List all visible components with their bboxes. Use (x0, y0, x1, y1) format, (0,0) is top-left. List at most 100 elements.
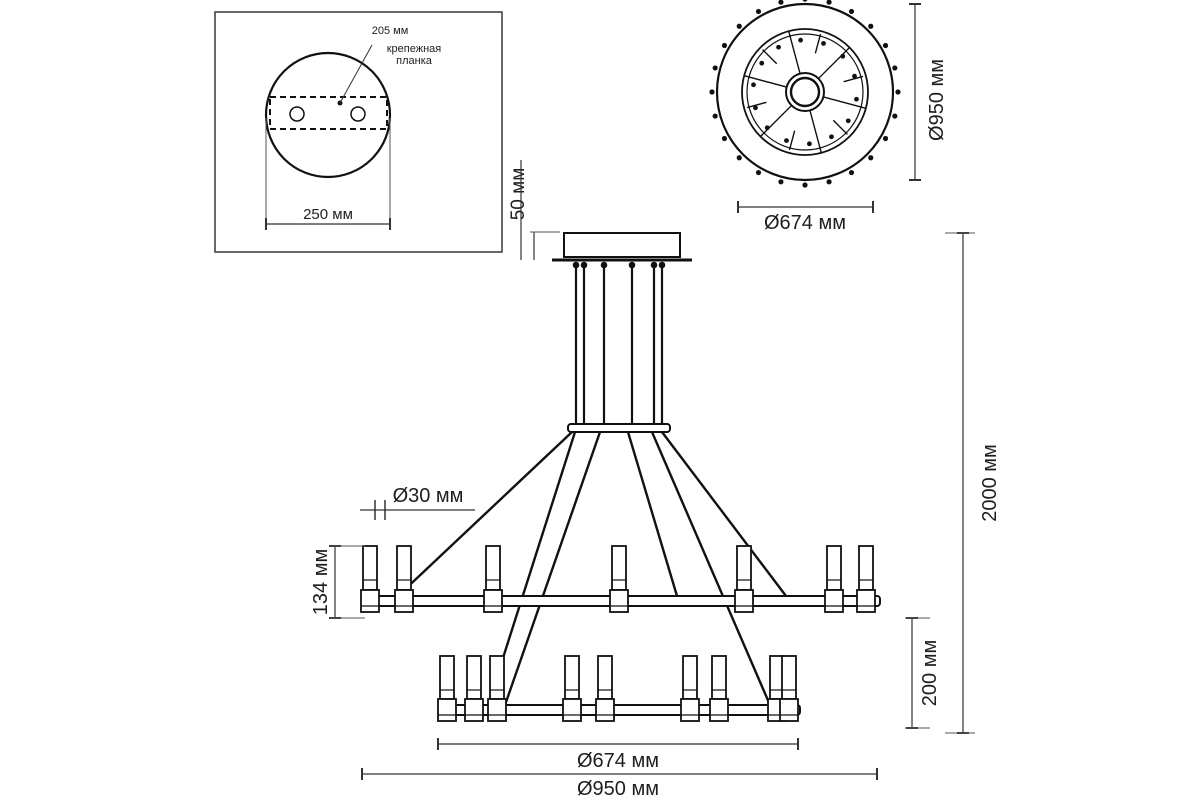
rod-cap (628, 261, 636, 269)
lamp-module (595, 655, 615, 722)
top-outer-lamp-dot (736, 155, 742, 161)
lamp-module (709, 655, 729, 722)
suspension-cable (650, 431, 772, 706)
center-hub-top (785, 72, 825, 112)
top-outer-lamp-dot (826, 179, 832, 185)
top-view: Ø950 мм Ø674 мм (709, 0, 948, 234)
rod-cap (658, 261, 666, 269)
rod-cap (600, 261, 608, 269)
top-outer-lamp-dot (802, 182, 808, 188)
top-outer-lamp-dot (721, 135, 728, 142)
bracket-label-line2: планка (396, 55, 433, 67)
lamp-module (437, 655, 457, 722)
bracket-label-line1: крепежная (387, 43, 442, 55)
lamp-module (562, 655, 582, 722)
top-outer-lamp-dot (868, 155, 874, 161)
top-spoke (823, 96, 867, 109)
top-inner-lamp-dot (784, 138, 789, 143)
lamp-module (779, 655, 799, 722)
top-spoke (788, 30, 801, 74)
canopy-circle (264, 51, 392, 179)
lamp-module (824, 545, 844, 613)
rod-diameter-label: Ø30 мм (393, 485, 464, 507)
top-inner-lamp-dot (807, 141, 812, 147)
top-inner-spoke (814, 33, 822, 54)
suspension-cable (503, 431, 602, 706)
top-inner-lamp-dot (829, 134, 834, 140)
top-outer-lamp-dot (848, 169, 855, 176)
suspension-cable (626, 431, 679, 597)
top-inner-lamp-dot (759, 60, 765, 66)
rod-cap (572, 261, 580, 269)
top-outer-lamp-dot (892, 113, 898, 119)
top-outer-lamp-dot (755, 169, 762, 176)
canopy-height-label: 50 мм (508, 168, 529, 221)
mounting-hole-right (350, 106, 366, 122)
top-outer-diameter-label: Ø950 мм (926, 59, 948, 141)
lamp-module (680, 655, 700, 722)
inner-ring-top (741, 28, 869, 156)
canopy-diameter-label: 250 мм (303, 206, 353, 223)
module-height-label: 134 мм (310, 549, 332, 615)
bar-width-label: 205 мм (372, 25, 409, 37)
top-outer-lamp-dot (755, 8, 762, 15)
top-inner-lamp-dot (798, 37, 803, 43)
lamp-module (360, 545, 380, 613)
top-outer-lamp-dot (892, 65, 898, 71)
top-inner-lamp-dot (751, 82, 756, 88)
lower-ring-diameter-label: Ø674 мм (577, 750, 659, 772)
top-outer-lamp-dot (712, 113, 718, 119)
mounting-bracket (269, 96, 388, 130)
top-inner-lamp-dot (776, 44, 781, 50)
rod-cap (580, 261, 588, 269)
top-inner-spoke (746, 101, 767, 109)
top-inner-lamp-dot (764, 125, 770, 131)
top-spoke (759, 104, 793, 138)
top-outer-lamp-dot (802, 0, 808, 2)
front-view: 50 мм Ø30 мм 134 мм 2000 мм (310, 160, 1001, 800)
upper-ring-diameter-label: Ø950 мм (577, 778, 659, 800)
top-inner-lamp-dot (845, 118, 851, 124)
top-outer-lamp-dot (882, 42, 889, 49)
top-outer-lamp-dot (895, 89, 901, 95)
top-spoke (809, 110, 822, 154)
suspension-hub (567, 423, 671, 433)
top-spoke (743, 75, 787, 88)
rod-cap (650, 261, 658, 269)
top-outer-lamp-dot (721, 42, 728, 49)
mounting-hole-left (289, 106, 305, 122)
top-inner-diameter-label: Ø674 мм (764, 212, 846, 234)
overall-height-label: 2000 мм (979, 444, 1001, 522)
suspension-cable (397, 431, 573, 597)
top-inner-spoke (832, 119, 848, 135)
top-outer-lamp-dot (848, 8, 855, 15)
top-inner-lamp-dot (753, 105, 758, 111)
outer-ring-top (715, 2, 895, 182)
top-outer-lamp-dot (778, 0, 784, 5)
lamp-module (464, 655, 484, 722)
top-inner-spoke (762, 49, 778, 65)
tier-spacing-label: 200 мм (919, 640, 941, 706)
lamp-module (483, 545, 503, 613)
lamp-module (394, 545, 414, 613)
top-spoke (817, 46, 851, 80)
top-inner-spoke (788, 130, 796, 151)
mount-inset-panel: 205 мм крепежная планка 250 мм (214, 11, 503, 253)
top-outer-lamp-dot (778, 179, 784, 185)
lamp-module (734, 545, 754, 613)
top-inner-lamp-dot (821, 41, 826, 46)
top-outer-lamp-dot (826, 0, 832, 5)
top-inner-lamp-dot (854, 96, 859, 102)
top-outer-lamp-dot (709, 89, 715, 95)
top-outer-lamp-dot (712, 65, 718, 71)
top-outer-lamp-dot (736, 23, 742, 29)
lamp-module (609, 545, 629, 613)
top-outer-lamp-dot (882, 135, 889, 142)
top-outer-lamp-dot (868, 23, 874, 29)
lamp-module (856, 545, 876, 613)
canopy (563, 232, 681, 258)
suspension-cable (661, 431, 787, 597)
top-inner-lamp-dot (852, 73, 857, 79)
top-inner-spoke (843, 75, 864, 83)
